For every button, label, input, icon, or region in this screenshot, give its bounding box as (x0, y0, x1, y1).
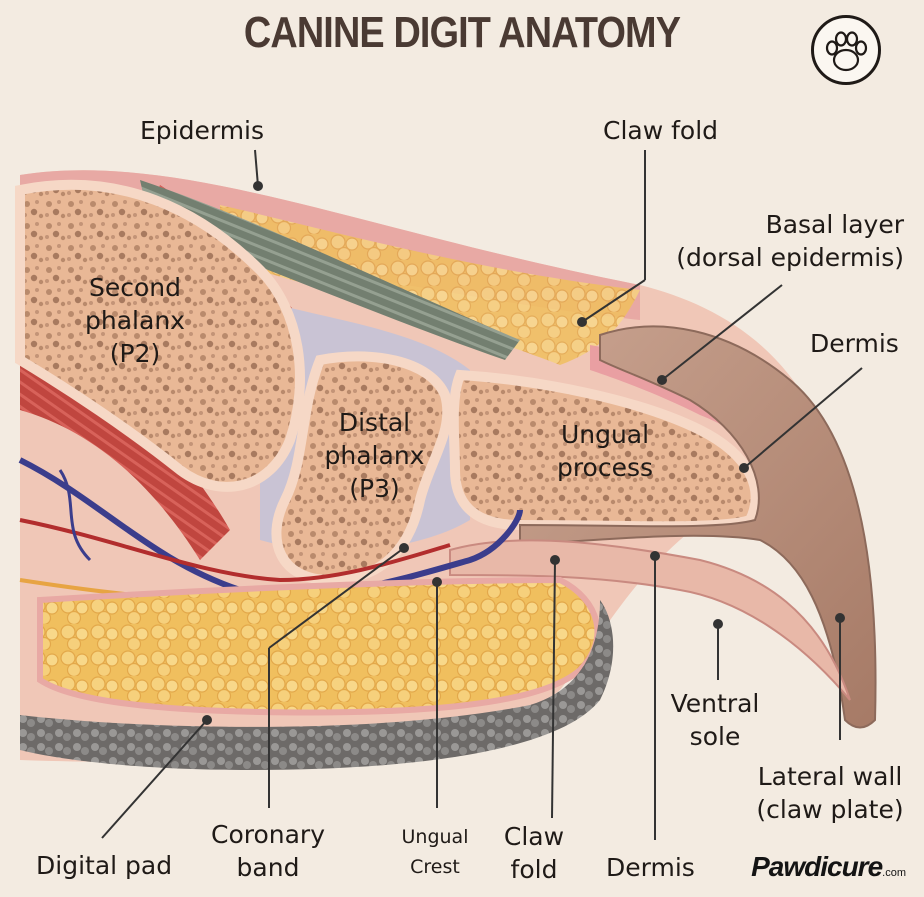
label-digital-pad: Digital pad (36, 851, 173, 880)
label-lateral-wall: Lateral wall (claw plate) (756, 762, 904, 824)
extensor-tendon (140, 180, 520, 360)
flexor-muscle (20, 350, 230, 560)
distal-phalanx-label: Distal phalanx (P3) (324, 408, 425, 503)
second-phalanx-bone (15, 179, 305, 492)
label-coronary-band: Coronary band (210, 820, 325, 882)
subcutaneous-fat-dorsal (220, 205, 640, 365)
digital-artery (19, 518, 451, 583)
page-title: CANINE DIGIT ANATOMY (243, 8, 681, 57)
label-claw-fold-bottom: Claw fold (503, 822, 565, 884)
label-basal-layer: Basal layer (dorsal epidermis) (676, 210, 904, 272)
digital-pad-fat (37, 576, 601, 716)
label-claw-fold-top: Claw fold (603, 116, 719, 145)
ungual-process-label: Ungual process (556, 420, 654, 482)
brand-logo: Pawdicure.com (751, 851, 906, 883)
label-ventral-sole: Ventral sole (670, 689, 760, 751)
brand-suffix: .com (882, 867, 906, 879)
label-ungual-crest: Ungual Crest (401, 826, 469, 878)
label-dermis-bottom: Dermis (606, 853, 695, 882)
claw-plate (519, 325, 877, 729)
label-dermis-right: Dermis (810, 329, 899, 358)
label-epidermis: Epidermis (140, 116, 265, 145)
digital-pad-skin (20, 600, 614, 770)
brand-name: Pawdicure (751, 851, 883, 882)
second-phalanx-label: Second phalanx (P2) (85, 273, 185, 368)
paw-icon (825, 31, 868, 72)
paw-badge (811, 15, 881, 85)
